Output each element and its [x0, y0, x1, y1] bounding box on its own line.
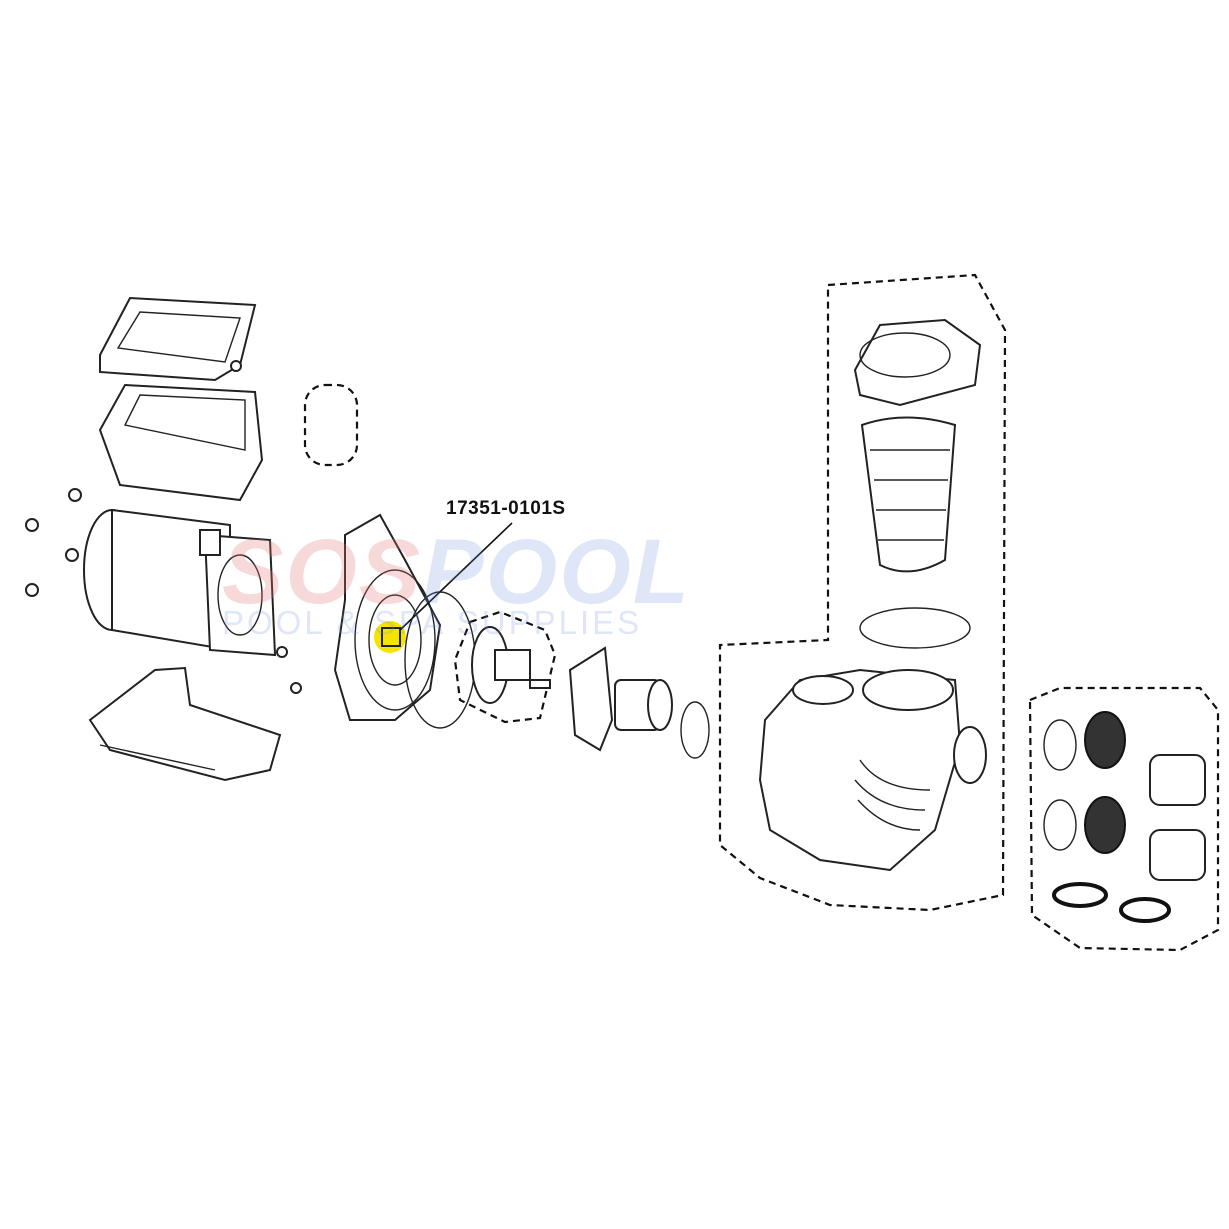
drive-base	[98, 383, 264, 502]
union-kit-outline	[1028, 686, 1220, 952]
strainer-basket	[860, 416, 957, 573]
watermark-logo: SOSPOOL	[222, 520, 691, 625]
impeller-kit-outline	[453, 610, 557, 724]
seal-plate	[333, 513, 442, 721]
watermark-brand-red: SOS	[222, 521, 423, 623]
screws	[25, 360, 302, 694]
impeller	[471, 626, 551, 704]
motor-stand	[88, 666, 282, 782]
mechanical-seal	[381, 627, 401, 647]
strainer-assembly-outline	[718, 273, 1007, 912]
lid-o-ring	[859, 607, 971, 649]
callout-leader-line	[399, 522, 513, 631]
watermark-brand-blue: POOL	[422, 521, 691, 623]
motor	[83, 508, 277, 657]
part-number-label: 17351-0101S	[446, 498, 566, 519]
watermark-tagline: POOL & SPA SUPPLIES	[222, 604, 643, 641]
diffuser	[568, 646, 710, 759]
union-fittings	[1043, 711, 1206, 923]
pump-housing	[758, 668, 987, 872]
hardware-kit-outline	[303, 383, 359, 467]
strainer-lid	[853, 318, 982, 407]
